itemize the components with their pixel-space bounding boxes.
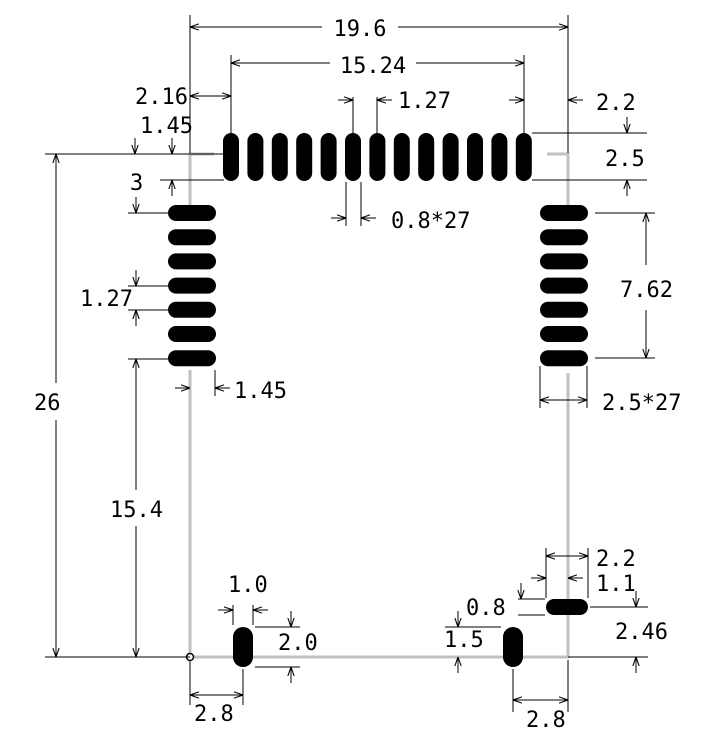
- top-pad: [345, 133, 361, 181]
- label-top-pitch: 1.27: [398, 89, 451, 114]
- right-side-pad: [546, 599, 588, 615]
- label-pad-span: 15.24: [340, 54, 406, 79]
- left-pad: [168, 277, 216, 294]
- right-pad: [540, 277, 588, 294]
- top-pad: [247, 133, 264, 181]
- left-pad: [168, 229, 216, 246]
- top-pad: [393, 133, 410, 181]
- bottom-left-pad: [233, 627, 253, 667]
- left-pad: [168, 205, 216, 221]
- label-left-pitch: 1.27: [80, 287, 133, 312]
- top-pad: [418, 133, 435, 181]
- label-overall-height: 26: [34, 391, 61, 416]
- bottom-pads: [233, 599, 588, 667]
- right-pad: [540, 253, 588, 270]
- label-left-pad-inset: 1.45: [234, 379, 287, 404]
- right-pad: [540, 301, 588, 318]
- right-pad: [540, 205, 588, 221]
- left-pad: [168, 350, 216, 367]
- label-left-top-gap: 3: [130, 171, 143, 196]
- label-pad-width-count: 0.8*27: [391, 209, 470, 234]
- top-pad: [369, 133, 386, 181]
- outline-main: [188, 370, 570, 659]
- bottom-right-pad: [503, 627, 523, 667]
- top-pad: [515, 133, 532, 181]
- label-bottom-right-offset: 2.8: [526, 708, 566, 733]
- dimension-lines: [45, 15, 655, 712]
- right-pad: [540, 350, 588, 367]
- label-left-offset: 2.16: [135, 85, 188, 110]
- left-pad: [168, 253, 216, 270]
- label-side-pad-length: 2.5*27: [602, 391, 681, 416]
- label-right-pad-inset: 1.1: [596, 572, 636, 597]
- right-pad-column: [540, 205, 588, 367]
- label-right-pad-height: 2.46: [615, 620, 668, 645]
- top-pad: [320, 133, 337, 181]
- top-pad: [442, 133, 459, 181]
- top-pad: [467, 133, 483, 181]
- label-right-pad-width: 2.2: [596, 547, 636, 572]
- label-overall-width: 19.6: [334, 17, 387, 42]
- label-top-pad-length: 2.5: [605, 147, 645, 172]
- label-bottom-left-offset: 2.8: [194, 702, 234, 727]
- right-pad: [540, 229, 588, 246]
- top-pad: [271, 133, 288, 181]
- label-right-offset: 2.2: [596, 91, 636, 116]
- label-lower-pad-offset: 1.5: [444, 628, 484, 653]
- top-pad: [491, 133, 508, 181]
- label-right-pad-gap: 0.8: [466, 596, 506, 621]
- left-pad: [168, 326, 216, 342]
- label-left-bottom-height: 15.4: [110, 498, 163, 523]
- dimension-labels: 19.6 15.24 2.16 1.27 2.2 1.45 2.5 3 0.8*…: [34, 17, 681, 733]
- label-bottom-pad-length: 2.0: [278, 631, 318, 656]
- top-pad: [223, 133, 239, 181]
- label-top-edge-gap: 1.45: [140, 114, 193, 139]
- outline-top-right-corner: [547, 152, 570, 205]
- top-pad: [296, 133, 313, 181]
- label-side-span: 7.62: [620, 278, 673, 303]
- left-pad-column: [168, 205, 216, 367]
- left-pad: [168, 301, 216, 318]
- top-pad-row: [223, 133, 532, 181]
- right-pad: [540, 326, 588, 342]
- label-bottom-pad-width: 1.0: [228, 573, 268, 598]
